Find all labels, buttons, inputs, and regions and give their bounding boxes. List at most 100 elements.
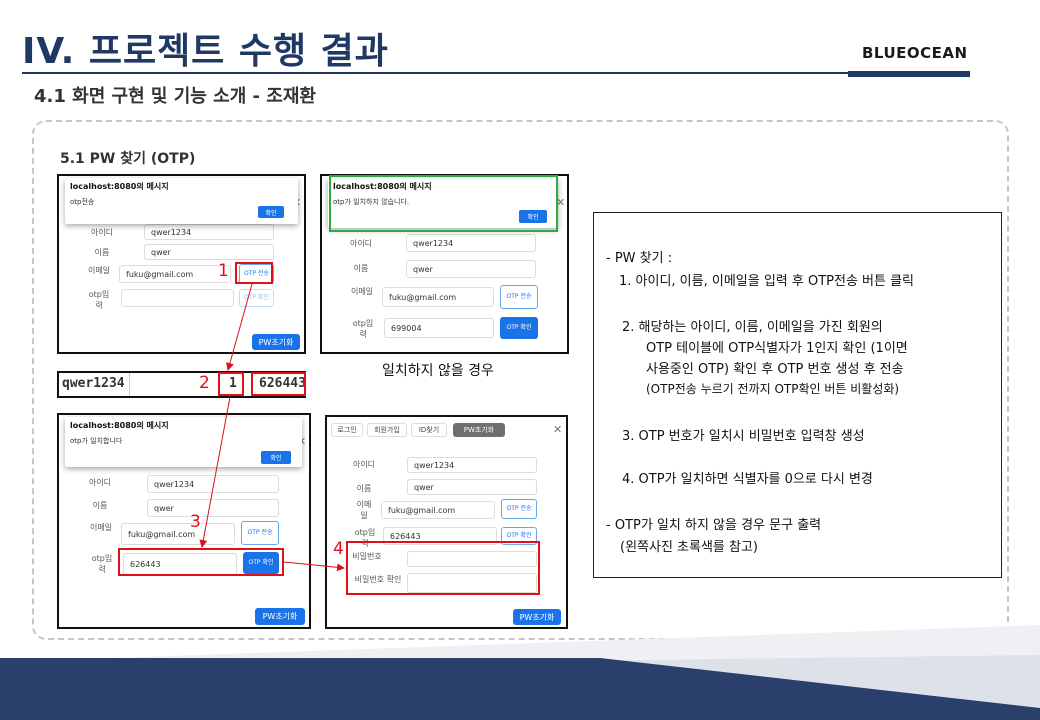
name-input[interactable]: qwer — [147, 499, 279, 517]
section-subtitle: 4.1 화면 구현 및 기능 소개 - 조재환 — [34, 86, 316, 107]
desc-line-1: - PW 찾기 : — [606, 251, 673, 266]
step-marker-2: 2 — [199, 373, 210, 393]
desc-line-4: OTP 테이블에 OTP식별자가 1인지 확인 (1이면 — [646, 341, 908, 356]
step-marker-3: 3 — [190, 512, 201, 532]
dialog-title: localhost:8080의 메시지 — [70, 421, 169, 430]
password-label: 비밀번호 — [352, 552, 382, 561]
id-input[interactable]: qwer1234 — [406, 234, 536, 252]
close-icon[interactable]: ✕ — [553, 423, 563, 436]
name-label: 이름 — [92, 501, 108, 510]
desc-line-9: - OTP가 일치 하지 않을 경우 문구 출력 — [606, 518, 822, 533]
name-label: 이름 — [356, 484, 372, 493]
otp-input[interactable] — [121, 289, 234, 307]
otp-send-button[interactable]: OTP 전송 — [501, 499, 537, 519]
id-label: 아이디 — [88, 478, 112, 487]
tab-login[interactable]: 로그인 — [331, 423, 363, 437]
header-accent-bar — [848, 71, 970, 77]
alert-dialog: localhost:8080의 메시지 otp가 일치하지 않습니다. 확인 — [328, 178, 558, 228]
highlight-otp-send — [235, 262, 273, 284]
dialog-title: localhost:8080의 메시지 — [333, 182, 432, 191]
email-label: 이메일 — [89, 523, 113, 532]
otp-send-button[interactable]: OTP 전송 — [500, 285, 538, 309]
desc-line-7: 3. OTP 번호가 일치시 비밀번호 입력창 생성 — [622, 429, 865, 444]
otp-label: otp입력 — [354, 528, 376, 548]
otp-input[interactable]: 699004 — [384, 318, 494, 338]
highlight-mismatch-dialog — [329, 175, 558, 232]
otp-send-button[interactable]: OTP 전송 — [241, 521, 279, 545]
tab-pw-reset[interactable]: PW초기화 — [453, 423, 505, 437]
otp-confirm-button[interactable]: OTP 확인 — [501, 527, 537, 545]
pw-reset-button[interactable]: PW초기화 — [255, 608, 305, 625]
id-label: 아이디 — [90, 228, 114, 237]
db-cell-divider — [129, 373, 130, 396]
email-label: 이메일 — [350, 287, 374, 296]
dialog-ok-button[interactable]: 확인 — [258, 206, 284, 218]
dialog-message: otp가 일치하지 않습니다. — [333, 198, 410, 206]
password-confirm-input[interactable] — [407, 573, 537, 593]
email-input[interactable]: fuku@gmail.com — [382, 287, 494, 307]
pw-reset-button[interactable]: PW초기화 — [252, 334, 300, 350]
desc-line-8: 4. OTP가 일치하면 식별자를 0으로 다시 변경 — [622, 472, 873, 487]
name-input[interactable]: qwer — [144, 244, 274, 260]
alert-dialog: localhost:8080의 메시지 otp가 일치합니다 확인 — [65, 417, 302, 467]
tab-find-id[interactable]: ID찾기 — [411, 423, 447, 437]
dialog-message: otp가 일치합니다 — [70, 437, 123, 445]
email-input[interactable]: fuku@gmail.com — [381, 501, 495, 519]
otp-label: otp입력 — [88, 290, 110, 310]
desc-line-10: (왼쪽사진 초록색를 참고) — [620, 540, 759, 555]
id-input[interactable]: qwer1234 — [407, 457, 537, 473]
footer-decoration — [0, 625, 1040, 720]
desc-line-3: 2. 해당하는 아이디, 이름, 이메일을 가진 회원의 — [622, 320, 883, 335]
screenshot-otp-match: ✕ 아이디 qwer1234 이름 qwer 이메일 fuku@gmail.co… — [57, 413, 311, 629]
name-input[interactable]: qwer — [406, 260, 536, 278]
step-marker-4: 4 — [333, 539, 344, 559]
name-label: 이름 — [94, 248, 110, 257]
otp-input[interactable]: 626443 — [383, 527, 497, 545]
otp-label: otp입력 — [91, 554, 113, 574]
highlight-password-fields — [346, 541, 540, 595]
step-marker-1: 1 — [218, 261, 229, 281]
db-otp-cell: 626443 — [259, 376, 306, 391]
otp-label: otp입력 — [352, 319, 374, 339]
desc-line-5: 사용중인 OTP) 확인 후 OTP 번호 생성 후 전송 — [646, 362, 904, 377]
id-label: 아이디 — [349, 239, 373, 248]
id-label: 아이디 — [352, 460, 376, 469]
pw-reset-button[interactable]: PW초기화 — [513, 609, 561, 625]
otp-confirm-button[interactable]: OTP 확인 — [500, 317, 538, 339]
dialog-message: otp전송 — [70, 198, 95, 206]
id-input[interactable]: qwer1234 — [144, 224, 274, 240]
otp-confirm-button[interactable]: OTP 확인 — [243, 552, 279, 574]
brand-name: BLUEOCEAN — [862, 44, 968, 62]
alert-dialog: localhost:8080의 메시지 otp전송 확인 — [65, 178, 298, 224]
desc-line-6: (OTP전송 누르기 전까지 OTP확인 버튼 비활성화) — [646, 382, 900, 396]
page-title: IV. 프로젝트 수행 결과 — [22, 31, 389, 72]
id-input[interactable]: qwer1234 — [147, 475, 279, 493]
desc-line-2: 1. 아이디, 이름, 이메일을 입력 후 OTP전송 버튼 클릭 — [619, 274, 915, 289]
otp-confirm-button[interactable]: OTP 확인 — [239, 289, 274, 307]
screenshot-otp-mismatch: ✕ 아이디 qwer1234 이름 qwer 이메일 fuku@gmail.co… — [320, 174, 569, 354]
email-input[interactable]: fuku@gmail.com — [119, 265, 231, 283]
section-title: 5.1 PW 찾기 (OTP) — [60, 151, 196, 167]
db-flag-cell: 1 — [229, 376, 237, 391]
screenshot-otp-sent: ✕ 아이디 qwer1234 이름 qwer 이메일 fuku@gmail.co… — [57, 174, 306, 354]
close-icon[interactable]: ✕ — [556, 196, 566, 209]
password-confirm-label: 비밀번호 확인 — [354, 575, 402, 584]
highlight-otp-input — [118, 548, 284, 576]
header-divider — [22, 72, 970, 74]
db-id-cell: qwer1234 — [62, 376, 125, 391]
dialog-ok-button[interactable]: 확인 — [261, 451, 291, 464]
dialog-title: localhost:8080의 메시지 — [70, 182, 169, 191]
dialog-ok-button[interactable]: 확인 — [519, 210, 547, 223]
highlight-db-otp — [251, 372, 306, 396]
email-label: 이메일 — [356, 500, 372, 520]
email-label: 이메일 — [87, 266, 111, 275]
tab-signup[interactable]: 회원가입 — [367, 423, 407, 437]
content-container — [32, 120, 1009, 640]
name-label: 이름 — [353, 264, 369, 273]
otp-db-row: qwer1234 1 626443 — [57, 371, 306, 398]
password-input[interactable] — [407, 551, 537, 567]
highlight-db-flag — [218, 372, 244, 396]
name-input[interactable]: qwer — [407, 479, 537, 495]
description-box: - PW 찾기 : 1. 아이디, 이름, 이메일을 입력 후 OTP전송 버튼… — [593, 212, 1002, 578]
